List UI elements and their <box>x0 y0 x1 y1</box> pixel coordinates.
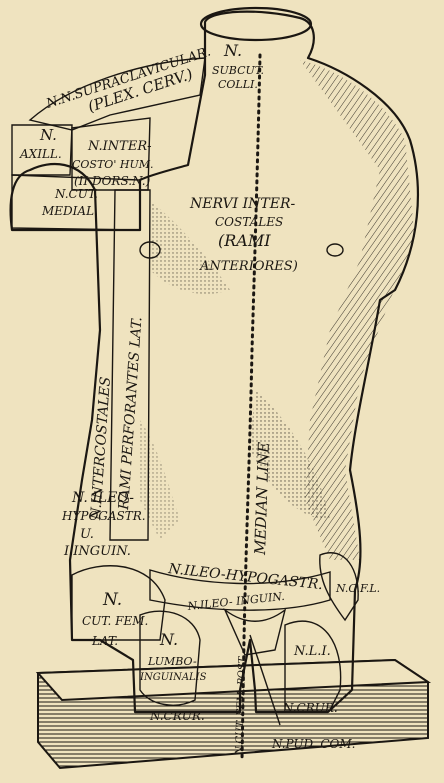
label-nervi-1: NERVI INTER- <box>189 196 295 212</box>
label-lumbo-1: N. <box>159 630 178 649</box>
label-ileo-hypo-1: N. ILEO- <box>71 490 134 506</box>
label-cut-fem-lat-1: N. <box>102 590 122 610</box>
label-lumbo-3: INGUINALIS <box>139 672 207 683</box>
label-cut-fem-lat-2: CUT. FEM. <box>82 614 148 628</box>
right-nipple <box>327 244 343 256</box>
label-subcut-colli-3: COLLI. <box>218 78 258 91</box>
label-intercosto-3: (II DORS.N.) <box>74 174 151 188</box>
label-intercosto-1: N.INTER- <box>87 139 152 154</box>
label-axill-2: AXILL. <box>19 147 62 161</box>
label-ncrur-right: N.CRUR. <box>282 701 338 715</box>
label-subcut-colli-1: N. <box>223 41 242 60</box>
pedestal <box>38 660 428 768</box>
label-ncfl: N.C.F.L. <box>335 582 380 595</box>
label-cut-fem-lat-3: LAT. <box>91 634 118 648</box>
label-lumbo-2: LUMBO- <box>147 655 197 668</box>
label-ileo-hypo-3: U. <box>80 527 94 542</box>
label-pud-com: N.PUD. COM. <box>271 737 355 751</box>
label-subcut-colli-2: SUBCUT. <box>212 64 264 77</box>
label-ileo-hypo-2: HYPOGASTR. <box>61 509 146 523</box>
label-cut-medial-1: N.CUT. <box>54 187 98 201</box>
label-intercosto-2: COSTO' HUM. <box>72 158 153 171</box>
label-nervi-2: COSTALES <box>215 215 283 229</box>
label-axill-1: N. <box>39 126 57 144</box>
torso-shading <box>140 60 415 560</box>
label-nli: N.L.I. <box>293 644 331 659</box>
label-ncrur-left: N.CRUR. <box>149 709 205 723</box>
label-nervi-3: (RAMI <box>218 231 271 250</box>
label-cut-medial-2: MEDIAL. <box>41 204 98 218</box>
label-nervi-4: ANTERIORES) <box>199 259 298 274</box>
label-median-line: MEDIAN LINE <box>251 442 273 557</box>
label-ileo-hypo-4: I.INGUIN. <box>63 544 131 559</box>
